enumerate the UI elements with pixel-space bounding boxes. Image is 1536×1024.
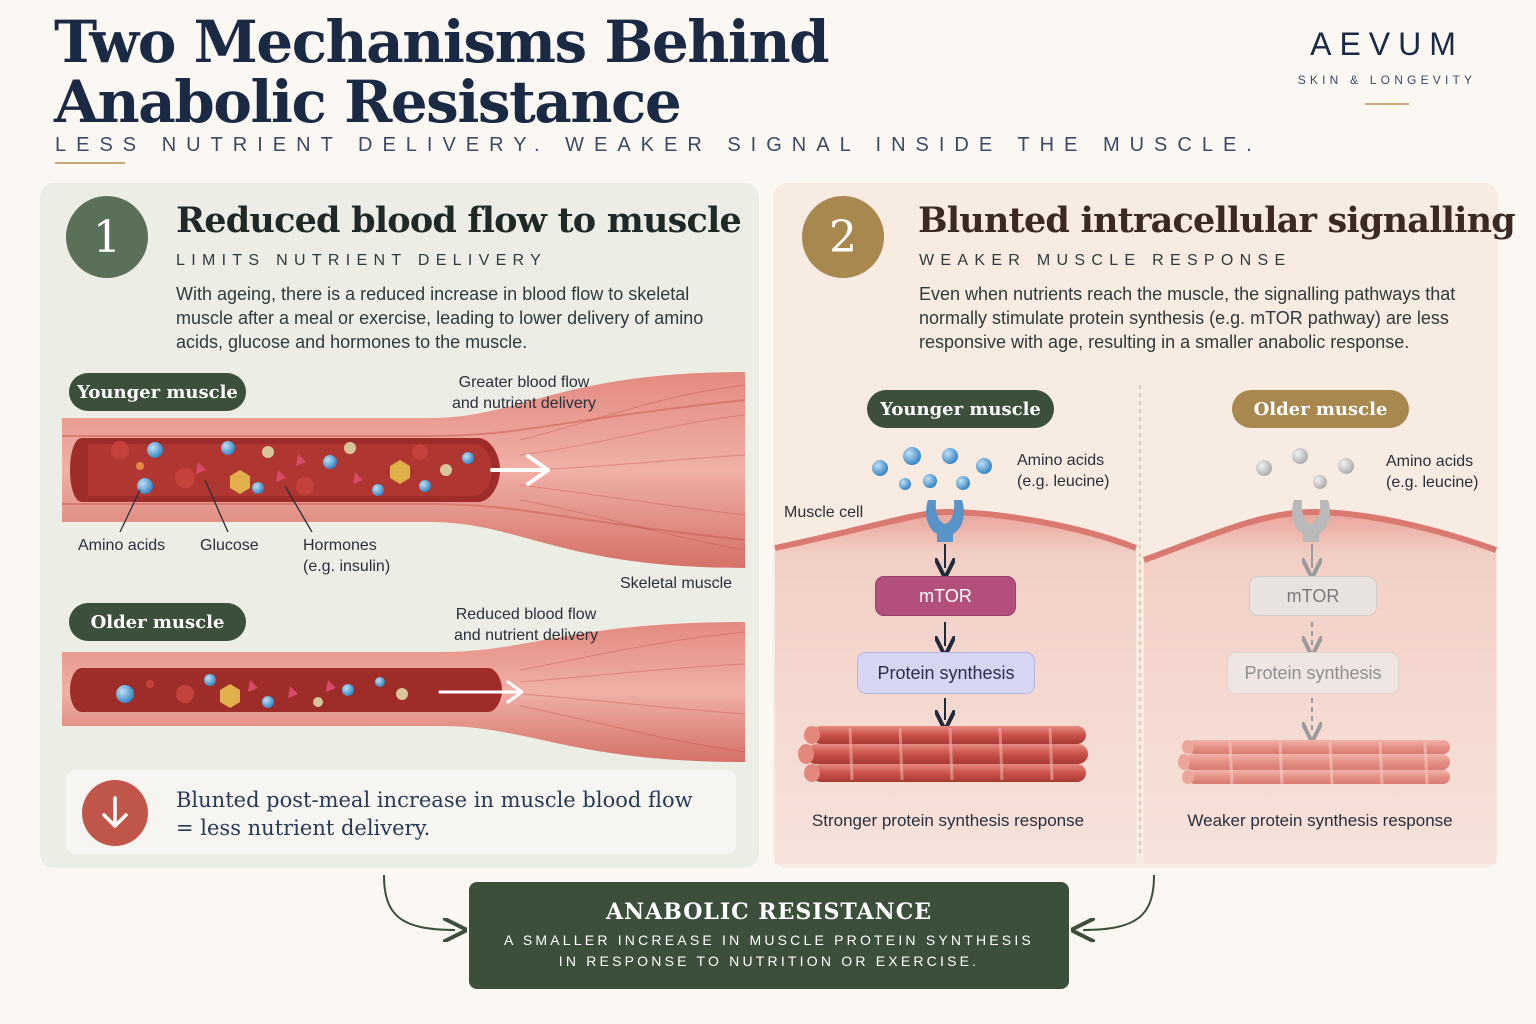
younger-flow-label: Greater blood flow and nutrient delivery [436,372,612,414]
panel2-body: Even when nutrients reach the muscle, th… [919,284,1456,352]
older-amino-line-1: Amino acids [1386,453,1474,470]
result-title: ANABOLIC RESISTANCE [605,899,933,925]
amino-acids-label: Amino acids [78,537,166,554]
anabolic-resistance-box: ANABOLIC RESISTANCE A SMALLER INCREASE I… [469,882,1069,989]
younger-muscle-pill-2: Younger muscle [867,390,1054,428]
brand-logo: AEVUM SKIN & LONGEVITY [1282,26,1492,105]
younger-vessel [62,372,746,568]
title-line-2: Anabolic Resistance [54,68,682,136]
down-arrow-icon [82,780,148,846]
page-title: Two Mechanisms Behind Anabolic Resistanc… [54,8,830,136]
connector-arrows [383,874,1155,930]
panel1-kicker: LIMITS NUTRIENT DELIVERY [176,252,548,269]
older-muscle-pill: Older muscle [69,603,246,641]
younger-result-label: Stronger protein synthesis response [811,811,1085,830]
younger-mtor-box: mTOR [875,576,1016,616]
younger-muscle-fibers [798,726,1088,782]
brand-tagline: SKIN & LONGEVITY [1297,73,1477,87]
summary-line-2: = less nutrient delivery. [176,816,431,840]
older-mtor-box: mTOR [1249,576,1377,616]
result-line-1: A SMALLER INCREASE IN MUSCLE PROTEIN SYN… [504,932,1034,948]
older-flow-line-1: Reduced blood flow [455,606,597,623]
older-result-label: Weaker protein synthesis response [1187,811,1453,830]
older-flow-line-2: and nutrient delivery [453,627,599,644]
older-flow-label: Reduced blood flow and nutrient delivery [436,604,616,646]
summary-text: Blunted post-meal increase in muscle blo… [176,786,716,842]
younger-flow-line-2: and nutrient delivery [451,395,597,412]
result-text: A SMALLER INCREASE IN MUSCLE PROTEIN SYN… [469,930,1069,972]
younger-protein-synthesis-box: Protein synthesis [857,652,1035,694]
title-line-1: Two Mechanisms Behind [54,8,830,76]
glucose-label: Glucose [200,537,259,554]
skeletal-muscle-label: Skeletal muscle [620,575,733,592]
older-amino-label: Amino acids (e.g. leucine) [1386,451,1479,493]
panel1-body: With ageing, there is a reduced increase… [176,284,704,352]
younger-flow-line-1: Greater blood flow [458,374,590,391]
hormones-line-1: Hormones [303,537,377,554]
younger-amino-line-1: Amino acids [1017,452,1105,469]
summary-box [66,770,736,854]
older-muscle-pill-2: Older muscle [1232,390,1409,428]
older-receptor-icon [1292,500,1330,542]
subtitle-rule [55,162,125,164]
older-vessel [62,622,746,762]
younger-muscle-pill: Younger muscle [69,373,246,411]
younger-receptor-icon [926,500,964,542]
older-amino-acids [1256,448,1354,489]
result-line-2: IN RESPONSE TO NUTRITION OR EXERCISE. [558,953,980,969]
panel2-kicker: WEAKER MUSCLE RESPONSE [919,252,1292,269]
page-subtitle: LESS NUTRIENT DELIVERY. WEAKER SIGNAL IN… [55,134,1262,156]
older-muscle-fibers [1178,740,1450,785]
panel2-heading: Blunted intracellular signalling [918,200,1516,241]
younger-amino-acids [872,447,992,490]
step-number-1: 1 [66,196,148,278]
older-protein-synthesis-box: Protein synthesis [1227,652,1399,694]
younger-nutrient-particles [111,441,474,496]
step-number-2: 2 [802,196,884,278]
older-nutrient-particles [116,674,408,708]
hormones-line-2: (e.g. insulin) [303,558,391,575]
older-amino-line-2: (e.g. leucine) [1386,474,1479,491]
summary-line-1: Blunted post-meal increase in muscle blo… [176,788,693,812]
panel1-heading: Reduced blood flow to muscle [176,200,742,241]
muscle-cell-label: Muscle cell [784,504,864,521]
brand-rule [1365,103,1409,105]
brand-name: AEVUM [1310,26,1464,62]
hormones-label: Hormones (e.g. insulin) [303,535,390,577]
younger-amino-label: Amino acids (e.g. leucine) [1017,450,1110,492]
younger-amino-line-2: (e.g. leucine) [1017,473,1110,490]
